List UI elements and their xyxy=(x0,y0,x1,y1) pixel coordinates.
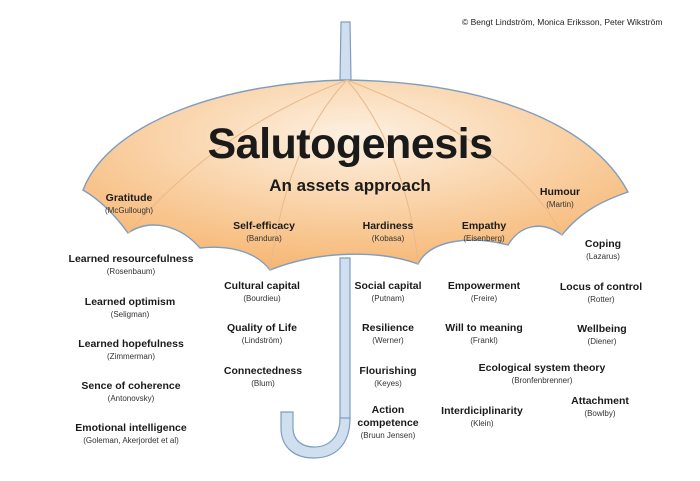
concept-name: Ecological system theory xyxy=(478,362,606,374)
concept-name: Social capital xyxy=(354,280,422,292)
concept-author: (Rosenbaum) xyxy=(106,267,156,276)
concept-name: Hardiness xyxy=(362,220,414,232)
concept-attachment: Attachment (Bowlby) xyxy=(571,395,629,419)
concept-empowerment: Empowerment (Freire) xyxy=(448,280,520,304)
concept-author: (Lazarus) xyxy=(586,252,620,261)
concept-name: Learned resourcefulness xyxy=(68,253,194,265)
concept-author: (Frankl) xyxy=(470,336,498,345)
concept-self-efficacy: Self-efficacy (Bandura) xyxy=(233,220,295,244)
concept-name: Will to meaning xyxy=(445,322,523,334)
concept-coping: Coping (Lazarus) xyxy=(585,238,621,262)
concept-author: (Bowlby) xyxy=(584,409,616,418)
concept-author: (Antonovsky) xyxy=(107,394,155,403)
concept-sence-of-coherence: Sence of coherence (Antonovsky) xyxy=(81,380,180,404)
concept-author: (Freire) xyxy=(470,294,498,303)
concept-author: (Putnam) xyxy=(371,294,405,303)
concept-gratitude: Gratitude (McGullough) xyxy=(105,192,153,216)
concept-author: (Bourdieu) xyxy=(243,294,281,303)
umbrella-handle xyxy=(280,411,351,459)
concept-quality-of-life: Quality of Life (Lindström) xyxy=(227,322,297,346)
concept-author: (Klein) xyxy=(470,419,494,428)
concept-name: Connectedness xyxy=(223,365,303,377)
concept-author: (Keyes) xyxy=(374,379,402,388)
concept-cultural-capital: Cultural capital (Bourdieu) xyxy=(224,280,300,304)
umbrella-canopy xyxy=(82,79,629,271)
concept-author: (Kobasa) xyxy=(371,234,405,243)
concept-resilience: Resilience (Werner) xyxy=(362,322,414,346)
concept-author: (Seligman) xyxy=(110,310,150,319)
concept-author: (Bruun Jensen) xyxy=(360,431,416,440)
concept-name: Resilience xyxy=(362,322,414,334)
concept-will-to-meaning: Will to meaning (Frankl) xyxy=(445,322,523,346)
diagram-title: Salutogenesis xyxy=(207,120,493,168)
concept-author: (Eisenberg) xyxy=(463,234,505,243)
canopy-rib xyxy=(269,79,348,271)
umbrella-shaft xyxy=(339,257,351,421)
concept-author: (Bandura) xyxy=(246,234,282,243)
concept-name: Sence of coherence xyxy=(81,380,181,392)
concept-action-competence: Action competence (Bruun Jensen) xyxy=(343,404,433,441)
concept-social-capital: Social capital (Putnam) xyxy=(354,280,421,304)
concept-name: Learned hopefulness xyxy=(78,338,184,350)
concept-name: Flourishing xyxy=(359,365,417,377)
concept-empathy: Empathy (Eisenberg) xyxy=(462,220,506,244)
canopy-rib xyxy=(346,79,563,236)
concept-author: (McGullough) xyxy=(104,206,154,215)
concept-name: Wellbeing xyxy=(577,323,627,335)
concept-author: (Blum) xyxy=(251,379,275,388)
concept-learned-optimism: Learned optimism (Seligman) xyxy=(85,296,175,320)
concept-learned-resourcefulness: Learned resourcefulness (Rosenbaum) xyxy=(69,253,194,277)
umbrella-tip xyxy=(339,21,352,81)
concept-name: Empathy xyxy=(461,220,507,232)
canopy-rib xyxy=(127,79,348,234)
concept-name: Locus of control xyxy=(559,281,643,293)
concept-name: Interdiciplinarity xyxy=(441,405,523,417)
concept-author: (Martin) xyxy=(546,200,574,209)
concept-name: Self-efficacy xyxy=(233,220,295,232)
concept-name: Attachment xyxy=(571,395,629,407)
concept-author: (Bronfenbrenner) xyxy=(511,376,573,385)
concept-humour: Humour (Martin) xyxy=(540,186,580,210)
concept-hardiness: Hardiness (Kobasa) xyxy=(363,220,414,244)
concept-author: (Goleman, Akerjordet et al) xyxy=(83,436,179,445)
concept-flourishing: Flourishing (Keyes) xyxy=(359,365,416,389)
concept-learned-hopefulness: Learned hopefulness (Zimmerman) xyxy=(78,338,184,362)
concept-name: Emotional intelligence xyxy=(75,422,187,434)
concept-name: Action competence xyxy=(357,404,419,429)
concept-name: Learned optimism xyxy=(84,296,176,308)
canopy-rib xyxy=(346,79,419,265)
concept-author: (Lindström) xyxy=(241,336,283,345)
copyright-notice: © Bengt Lindström, Monica Eriksson, Pete… xyxy=(462,17,663,27)
concept-author: (Zimmerman) xyxy=(106,352,155,361)
concept-name: Coping xyxy=(584,238,622,250)
concept-name: Empowerment xyxy=(447,280,521,292)
concept-wellbeing: Wellbeing (Diener) xyxy=(577,323,626,347)
concept-name: Cultural capital xyxy=(224,280,300,292)
concept-author: (Diener) xyxy=(587,337,617,346)
concept-author: (Werner) xyxy=(372,336,404,345)
diagram-subtitle: An assets approach xyxy=(269,176,431,195)
concept-interdiciplinarity: Interdiciplinarity (Klein) xyxy=(441,405,523,429)
concept-connectedness: Connectedness (Blum) xyxy=(224,365,302,389)
concept-emotional-intelligence: Emotional intelligence (Goleman, Akerjor… xyxy=(75,422,186,446)
concept-ecological-system-theory: Ecological system theory (Bronfenbrenner… xyxy=(479,362,606,386)
concept-locus-of-control: Locus of control (Rotter) xyxy=(560,281,642,305)
concept-name: Quality of Life xyxy=(226,322,298,334)
concept-author: (Rotter) xyxy=(587,295,615,304)
concept-name: Gratitude xyxy=(105,192,153,204)
concept-name: Humour xyxy=(539,186,581,198)
